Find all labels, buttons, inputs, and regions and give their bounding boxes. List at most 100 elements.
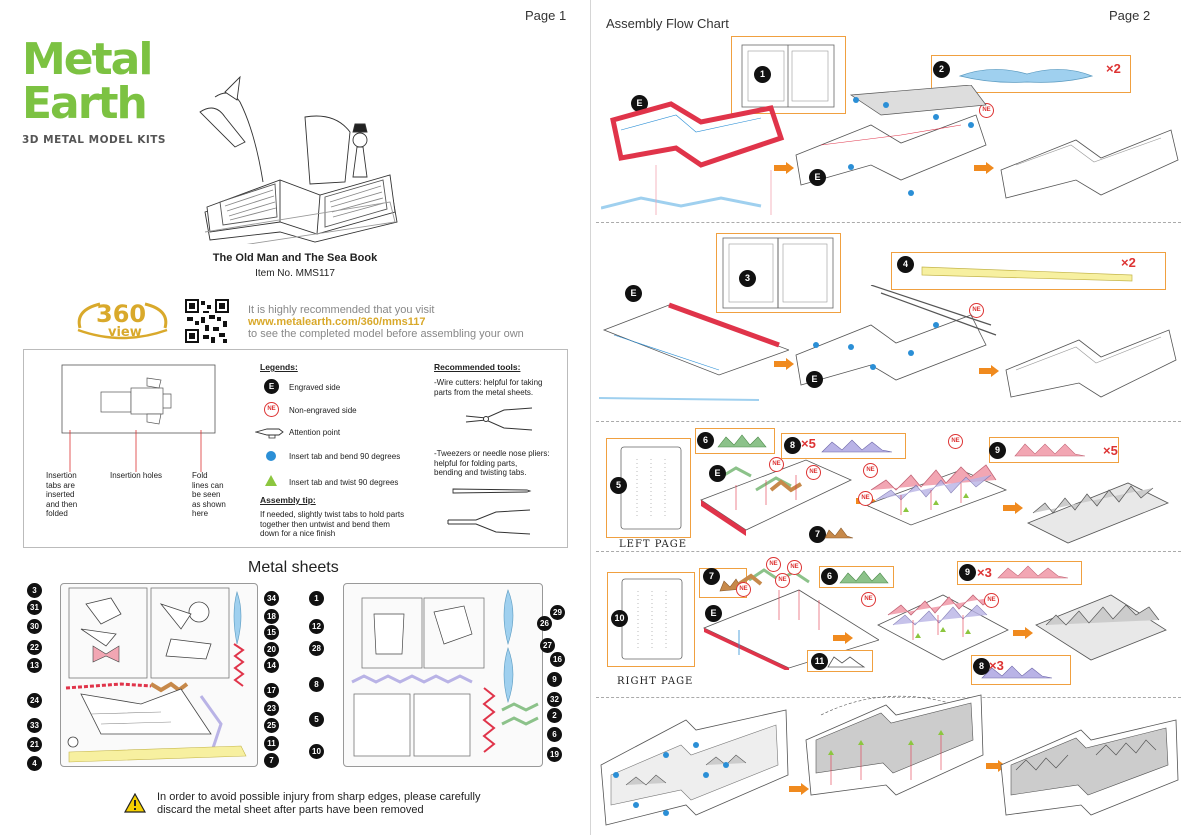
step-number: 11 [811,653,828,670]
insertion-tabs-label: Insertion tabs are inserted and then fol… [46,471,78,518]
part-number: 27 [540,638,555,653]
row-divider [596,222,1181,223]
part-number: 31 [27,600,42,615]
part-4-drawing [921,266,1133,282]
metal-sheets-title: Metal sheets [248,559,339,576]
quantity-multiplier: ×2 [1121,255,1136,270]
left-page-result [1027,482,1169,544]
engraved-badge: E [705,605,722,622]
row-divider [596,421,1181,422]
red-cover-drawing [601,101,785,215]
step-number: 9 [989,442,1006,459]
part-6b-drawing [839,570,889,584]
page-1: Page 1 Metal Earth 3D METAL MODEL KITS T… [0,0,590,835]
engraved-badge: E [625,285,642,302]
part-9-drawing [1014,443,1086,457]
product-illustration [199,75,398,244]
part-number: 9 [547,672,562,687]
engraved-badge: E [264,379,279,394]
step-number: 7 [703,568,720,585]
nonengraved-badge: NE [863,463,878,478]
engraved-badge: E [709,465,726,482]
part-8b-drawing [981,665,1053,679]
arrow-right-icon [974,162,994,174]
nonengraved-label: Non-engraved side [289,406,357,415]
nonengraved-badge: NE [787,560,802,575]
engraved-badge: E [631,95,648,112]
part-number: 2 [547,708,562,723]
step-number: 4 [897,256,914,273]
qr-code-icon[interactable] [185,299,229,343]
badge-360-view[interactable]: 360 view [70,298,175,346]
book-assembly-1 [795,85,987,196]
part-number: 23 [264,701,279,716]
final-assembly-1 [600,709,789,826]
part-number: 5 [309,712,324,727]
right-page-label: RIGHT PAGE [617,676,694,687]
part-number: 12 [309,619,324,634]
part-number: 10 [309,744,324,759]
part-number: 7 [264,753,279,768]
part-number: 3 [27,583,42,598]
warning-text: In order to avoid possible injury from s… [157,791,481,816]
engraved-badge: E [806,371,823,388]
website-link[interactable]: www.metalearth.com/360/mms117 [248,316,426,328]
page-2: Page 2 Assembly Flow Chart 1 E 2 ×2 NE E [590,0,1200,835]
part-box-9b [957,561,1082,585]
sheet-2-parts [351,589,539,757]
quantity-multiplier: ×5 [801,436,816,451]
part-number: 33 [27,718,42,733]
book-result-2 [1005,329,1177,398]
wire-cutters-icon [465,407,533,431]
insertion-diagram [61,364,216,434]
final-assembly-2 [805,694,984,796]
part-6-drawing [717,434,767,448]
blue-dot-icon [266,451,276,461]
step-number: 3 [739,270,756,287]
logo-line-1: Metal [22,34,153,85]
row-divider [596,697,1181,698]
book-assembly-2 [795,285,997,386]
visit-line-1: It is highly recommended that you visit [248,304,435,316]
arrow-right-icon [979,365,999,377]
final-book-result [1000,719,1179,816]
flow-chart-title: Assembly Flow Chart [606,16,729,31]
part-number: 25 [264,718,279,733]
part-number: 13 [27,658,42,673]
badge-number: 360 [96,300,147,328]
part-number: 34 [264,591,279,606]
legend-box: Insertion tabs are inserted and then fol… [23,349,568,548]
tweezers-text: -Tweezers or needle nose pliers: helpful… [434,449,550,477]
part-number: 30 [27,619,42,634]
part-number: 11 [264,736,279,751]
step-number: 2 [933,61,950,78]
nonengraved-badge: NE [969,303,984,318]
part-8-drawing [821,439,893,453]
nonengraved-badge: NE [858,491,873,506]
laurel-icon [77,302,168,340]
wire-cutters-text: -Wire cutters: helpful for taking parts … [434,378,543,397]
part-box-9 [989,437,1119,463]
part-number: 15 [264,625,279,640]
part-9b-drawing [997,565,1069,579]
book-result-1 [1000,129,1179,199]
metal-sheet-2 [343,583,543,767]
step-number: 5 [610,477,627,494]
part-number: 29 [550,605,565,620]
visit-text: It is highly recommended that you visit … [248,304,524,340]
assembly-tip-text: If needed, slightly twist tabs to hold p… [260,510,405,538]
part-11-drawing [827,656,866,668]
metal-earth-logo: Metal Earth 3D METAL MODEL KITS [22,34,172,147]
nonengraved-badge: NE [736,582,751,597]
part-box-4 [891,252,1166,290]
part-number: 32 [547,692,562,707]
part-number: 26 [537,616,552,631]
sheet-1-parts [65,587,247,763]
nonengraved-badge: NE [264,402,279,417]
arrow-right-icon [1003,502,1023,514]
visit-line-3: to see the completed model before assemb… [248,328,524,340]
engraved-badge: E [809,169,826,186]
diagram-pointer-lines [69,430,202,472]
twist90-label: Insert tab and twist 90 degrees [289,478,399,487]
arrow-right-icon [774,162,794,174]
